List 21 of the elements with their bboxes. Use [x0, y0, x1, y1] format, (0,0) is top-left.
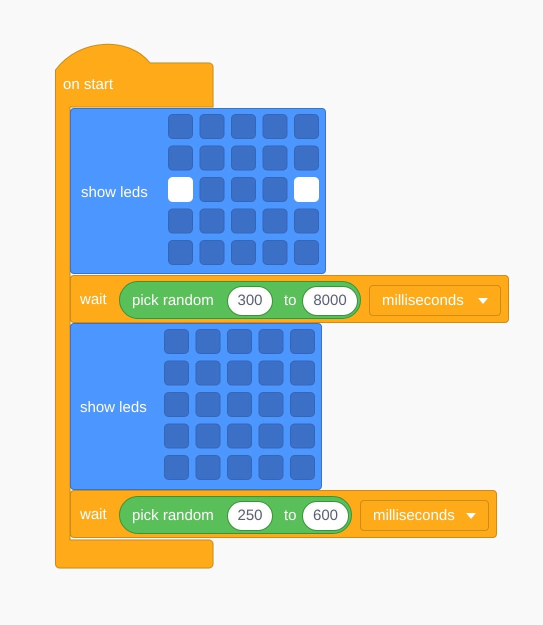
- dropdown: milliseconds: [360, 500, 489, 531]
- block-label: pick random: [132, 507, 214, 525]
- block-label: wait: [80, 291, 107, 309]
- number-field: 250: [227, 501, 273, 531]
- block-label: show leds: [81, 184, 148, 202]
- block-label: show leds: [80, 399, 147, 417]
- number-field: 600: [302, 501, 349, 531]
- wait-block: [70, 275, 509, 323]
- block-label: to: [284, 292, 297, 310]
- number-field: 300: [227, 286, 273, 316]
- command-block: [70, 323, 322, 490]
- block-label: wait: [80, 506, 107, 524]
- command-block: [70, 108, 326, 274]
- block-label: to: [284, 507, 297, 525]
- dropdown: milliseconds: [369, 285, 501, 316]
- block-label: pick random: [132, 292, 214, 310]
- reporter-block: [119, 281, 361, 319]
- number-field: 8000: [302, 286, 358, 316]
- block-label: on start: [63, 76, 114, 94]
- reporter-block: [119, 496, 352, 534]
- wait-block: [70, 490, 497, 538]
